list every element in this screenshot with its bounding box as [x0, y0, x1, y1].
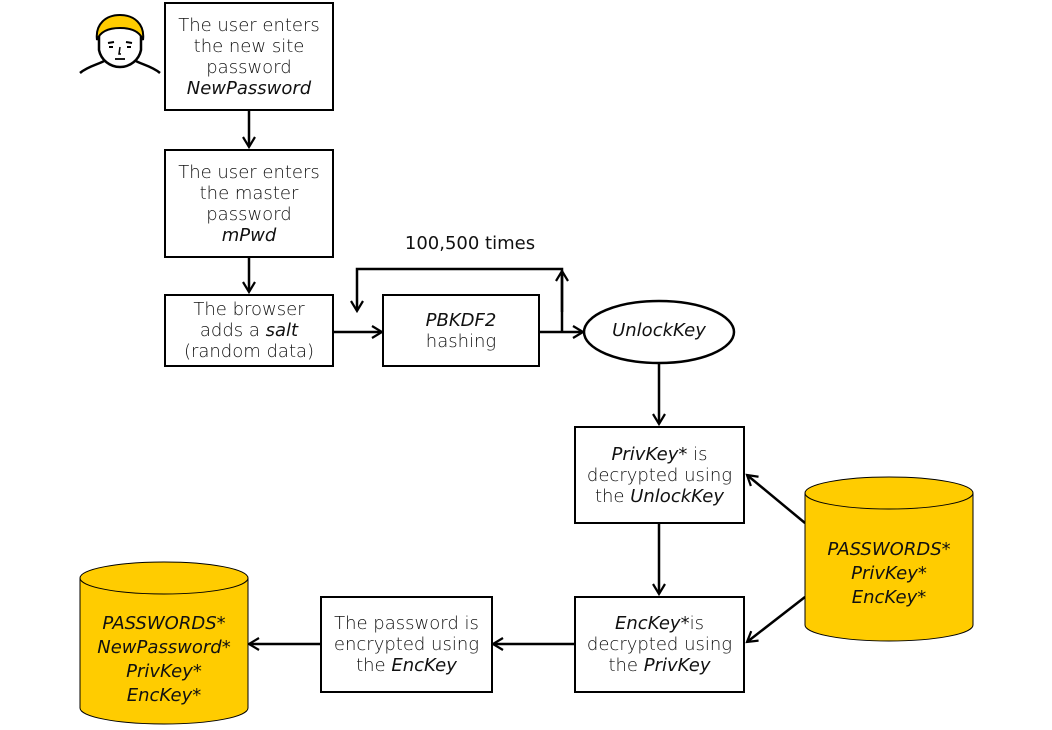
- variable-name: NewPassword: [186, 77, 312, 99]
- unlockkey-label: UnlockKey: [584, 320, 734, 341]
- storage-item: PASSWORDS*: [827, 539, 951, 560]
- step-pbkdf2-hashing: PBKDF2 hashing: [382, 294, 540, 367]
- step-text: password: [206, 203, 292, 225]
- encrypted-storage-result: [79, 561, 249, 725]
- storage-item: NewPassword*: [97, 637, 231, 658]
- user-avatar-icon: [79, 13, 161, 74]
- variable-name: PrivKey: [643, 655, 711, 676]
- step-text: the: [356, 655, 392, 676]
- variable-name: UnlockKey: [612, 320, 706, 341]
- step-text: The password is: [334, 613, 479, 634]
- variable-name: EncKey: [391, 655, 457, 676]
- variable-name: UnlockKey: [630, 485, 725, 507]
- step-text: password: [206, 56, 292, 78]
- arrow-db-to-privkey: [747, 475, 806, 524]
- step-text: the master: [199, 182, 299, 204]
- storage-item: EncKey*: [126, 685, 202, 706]
- step-add-salt: The browser adds a salt (random data): [164, 294, 334, 367]
- loop-count-label: 100,500 times: [404, 233, 536, 254]
- storage-item: PASSWORDS*: [102, 613, 226, 634]
- step-text: (random data): [183, 341, 315, 362]
- step-text: The browser: [193, 299, 305, 320]
- step-text: The user enters: [178, 14, 320, 36]
- storage-item: PrivKey*: [126, 661, 202, 682]
- variable-name: mPwd: [221, 224, 277, 246]
- step-decrypt-enckey: EncKey*is decrypted using the PrivKey: [574, 596, 745, 693]
- step-enter-master-password: The user enters the master password mPwd: [164, 149, 334, 258]
- step-text: the: [608, 655, 644, 676]
- step-text: is: [689, 613, 704, 634]
- step-text: the new site: [193, 35, 305, 57]
- step-text: encrypted using: [333, 634, 480, 655]
- storage-result-contents: PASSWORDS* NewPassword* PrivKey* EncKey*: [80, 612, 248, 708]
- step-decrypt-privkey: PrivKey* is decrypted using the UnlockKe…: [574, 426, 745, 524]
- variable-name: PrivKey*: [611, 443, 688, 465]
- step-text: The user enters: [178, 161, 320, 183]
- arrow-db-to-enckey: [747, 596, 806, 642]
- variable-name: EncKey*: [615, 613, 690, 634]
- encrypted-storage-source: [804, 476, 974, 642]
- variable-name: salt: [265, 320, 299, 341]
- step-text: decrypted using: [586, 634, 733, 655]
- step-text: is: [687, 443, 708, 465]
- step-enter-new-password: The user enters the new site password Ne…: [164, 2, 334, 111]
- step-text: the: [594, 485, 631, 507]
- variable-name: PBKDF2: [425, 309, 497, 331]
- storage-item: EncKey*: [851, 587, 927, 608]
- step-text: hashing: [425, 330, 497, 352]
- storage-source-contents: PASSWORDS* PrivKey* EncKey*: [805, 538, 973, 610]
- step-text: decrypted using: [586, 464, 733, 486]
- unlockkey-node: [582, 299, 736, 365]
- step-text: adds a: [199, 320, 266, 341]
- step-encrypt-password: The password is encrypted using the EncK…: [320, 596, 493, 693]
- storage-item: PrivKey*: [851, 563, 927, 584]
